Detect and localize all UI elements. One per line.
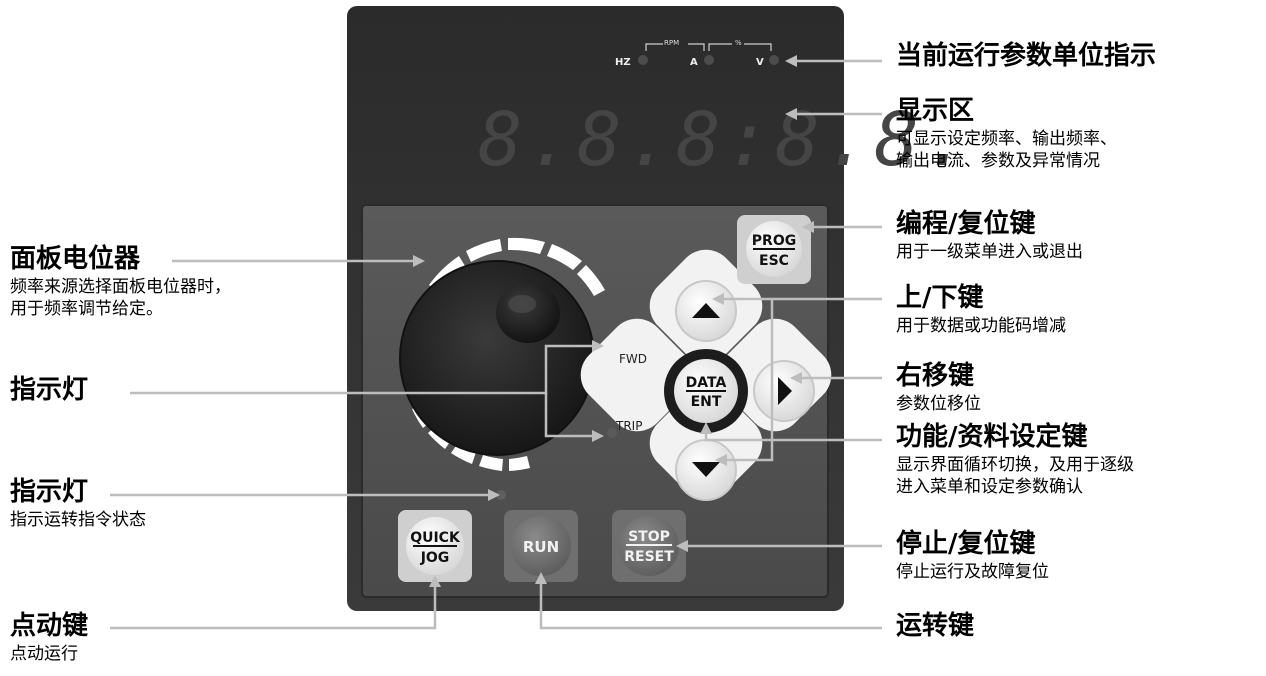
up-key[interactable]: [675, 280, 737, 342]
prog-key-bottom-label: ESC: [759, 253, 789, 269]
callout-arrowheads: [413, 55, 814, 587]
trip-led: [607, 428, 617, 438]
fwd-label: FWD: [619, 352, 647, 366]
trip-label: TRIP: [615, 419, 642, 433]
a-led: [704, 55, 714, 65]
potentiometer-title: 面板电位器: [10, 244, 141, 274]
data-key-title: 功能/资料设定键: [896, 422, 1088, 452]
hz-led: [638, 55, 648, 65]
potentiometer-desc-1: 频率来源选择面板电位器时，: [10, 276, 231, 297]
callout-up-down: 上/下键 用于数据或功能码增减: [896, 283, 1066, 336]
data-key-top-label: DATA: [686, 375, 727, 391]
jog-key-title: 点动键: [10, 611, 89, 641]
quick-jog-key[interactable]: QUICK JOG: [398, 510, 472, 582]
prog-key-top-label: PROG: [752, 233, 796, 249]
callout-run-indicator: 指示灯 指示运转指令状态: [10, 477, 146, 530]
callout-run-key: 运转键: [896, 611, 975, 642]
jog-key-desc: 点动运行: [10, 643, 78, 664]
display-area-desc-1: 可显示设定频率、输出频率、: [896, 128, 1117, 149]
down-key[interactable]: [675, 439, 737, 501]
seven-segment-display: 8.8.8:8.8.: [478, 97, 974, 183]
run-key-title: 运转键: [896, 611, 975, 641]
run-indicator-desc: 指示运转指令状态: [10, 509, 146, 530]
up-down-desc: 用于数据或功能码增减: [896, 315, 1066, 336]
run-key[interactable]: RUN: [504, 510, 578, 582]
display-digits: 8.8.8:8.8.: [478, 97, 974, 183]
display-area-title: 显示区: [896, 96, 975, 126]
run-status-led: [496, 490, 506, 500]
quick-key-top-label: QUICK: [410, 530, 461, 546]
v-led: [769, 55, 779, 65]
rpm-label: RPM: [664, 39, 679, 47]
a-led-label: A: [690, 57, 698, 68]
right-shift-key[interactable]: [753, 360, 815, 422]
v-led-label: V: [756, 57, 764, 68]
unit-indicator-title: 当前运行参数单位指示: [896, 41, 1157, 71]
triangle-right-icon: [778, 377, 792, 405]
stop-key-bottom-label: RESET: [624, 549, 674, 565]
right-shift-desc: 参数位移位: [896, 393, 981, 414]
prog-key-desc: 用于一级菜单进入或退出: [896, 241, 1083, 262]
potentiometer-desc-2: 用于频率调节给定。: [10, 299, 163, 320]
triangle-down-icon: [692, 462, 720, 477]
right-shift-title: 右移键: [896, 361, 975, 391]
data-ent-key[interactable]: DATA ENT: [664, 349, 748, 433]
callout-jog-key: 点动键 点动运行: [10, 611, 89, 664]
triangle-up-icon: [692, 303, 720, 318]
display-area-desc-2: 输出电流、参数及异常情况: [896, 151, 1100, 172]
percent-label: %: [735, 39, 742, 47]
fwd-trip-plate: [580, 318, 694, 432]
data-key-bottom-label: ENT: [691, 394, 722, 410]
callout-stop-key: 停止/复位键 停止运行及故障复位: [896, 529, 1049, 582]
stop-reset-key[interactable]: STOP RESET: [612, 510, 686, 582]
run-key-label: RUN: [523, 538, 559, 556]
stop-key-top-label: STOP: [628, 529, 670, 545]
callout-lines: [110, 59, 882, 630]
callout-indicator-lights: 指示灯: [10, 375, 89, 406]
indicator-lights-title: 指示灯: [10, 375, 89, 405]
callout-unit-indicator: 当前运行参数单位指示: [896, 41, 1157, 72]
quick-key-bottom-label: JOG: [420, 550, 450, 566]
diamond-keypad: FWD TRIP DATA ENT: [580, 249, 832, 501]
callout-data-key: 功能/资料设定键 显示界面循环切换，及用于逐级 进入菜单和设定参数确认: [896, 422, 1134, 498]
prog-esc-key[interactable]: PROG ESC: [737, 215, 811, 284]
data-key-desc-2: 进入菜单和设定参数确认: [896, 477, 1083, 498]
callout-potentiometer: 面板电位器 频率来源选择面板电位器时， 用于频率调节给定。: [10, 244, 231, 320]
hz-led-label: HZ: [615, 57, 631, 68]
unit-led-group: HZ A V RPM %: [615, 38, 779, 68]
callout-right-shift: 右移键 参数位移位: [896, 361, 981, 414]
stop-key-desc: 停止运行及故障复位: [896, 561, 1049, 582]
data-key-desc-1: 显示界面循环切换，及用于逐级: [896, 454, 1134, 475]
callout-display-area: 显示区 可显示设定频率、输出频率、 输出电流、参数及异常情况: [896, 96, 1117, 172]
prog-key-title: 编程/复位键: [896, 209, 1036, 239]
callout-prog-key: 编程/复位键 用于一级菜单进入或退出: [896, 209, 1083, 262]
stop-key-title: 停止/复位键: [896, 529, 1036, 559]
up-down-title: 上/下键: [896, 283, 984, 313]
run-indicator-title: 指示灯: [10, 477, 89, 507]
